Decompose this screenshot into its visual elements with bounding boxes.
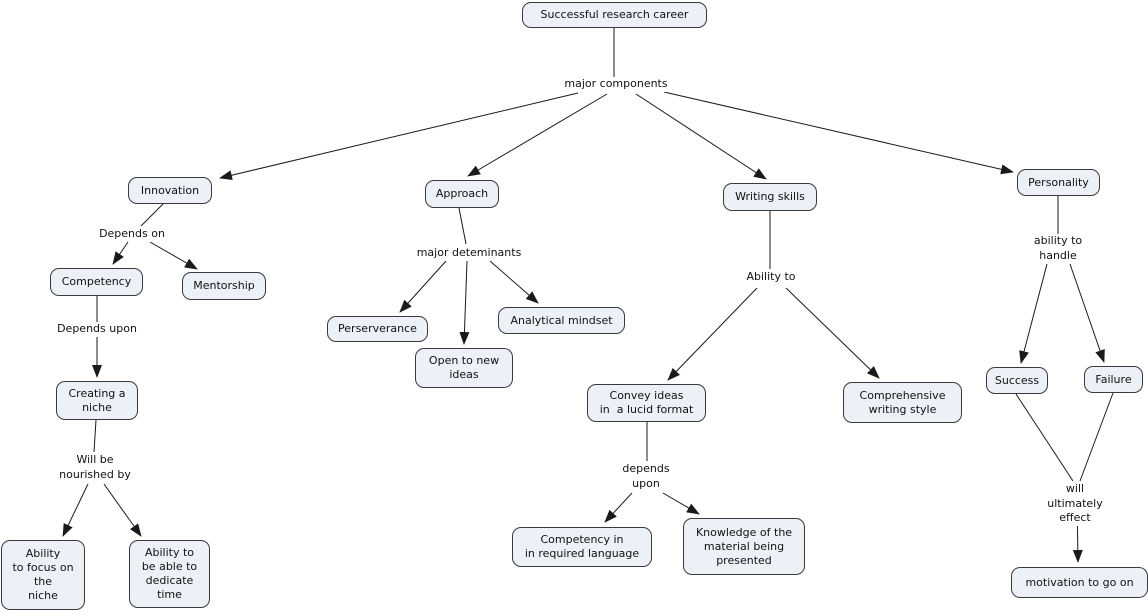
node-knowledge-of-material[interactable]: Knowledge of the material being presente… (683, 518, 805, 575)
node-personality[interactable]: Personality (1017, 169, 1100, 196)
node-analytical-mindset[interactable]: Analytical mindset (498, 307, 625, 334)
node-open-to-new-ideas[interactable]: Open to new ideas (415, 348, 513, 388)
node-competency[interactable]: Competency (50, 268, 143, 296)
linking-phrase-ability-to-handle[interactable]: ability to handle (1031, 234, 1085, 263)
node-convey-ideas[interactable]: Convey ideas in a lucid format (587, 384, 706, 422)
node-mentorship[interactable]: Mentorship (182, 272, 266, 300)
linking-phrase-ability-to[interactable]: Ability to (744, 270, 798, 285)
linking-phrase-depends-on[interactable]: Depends on (97, 227, 167, 242)
node-motivation-to-go-on[interactable]: motivation to go on (1011, 567, 1148, 598)
linking-phrase-depends-upon-2[interactable]: depends upon (620, 462, 672, 491)
linking-phrase-depends-upon[interactable]: Depends upon (55, 322, 139, 337)
linking-phrase-major-deteminants[interactable]: major deteminants (414, 246, 524, 261)
node-comprehensive-writing-style[interactable]: Comprehensive writing style (843, 382, 962, 423)
node-competency-in-language[interactable]: Competency in in required language (512, 527, 652, 567)
node-perserverance[interactable]: Perserverance (327, 316, 428, 342)
node-approach[interactable]: Approach (425, 180, 499, 208)
node-writing-skills[interactable]: Writing skills (723, 183, 817, 211)
linking-phrase-major-components[interactable]: major components (562, 77, 670, 92)
node-ability-to-focus[interactable]: Ability to focus on the niche (1, 540, 85, 610)
node-innovation[interactable]: Innovation (128, 177, 212, 204)
node-creating-a-niche[interactable]: Creating a niche (56, 381, 138, 420)
node-ability-to-dedicate[interactable]: Ability to be able to dedicate time (129, 540, 210, 608)
linking-phrase-will-be-nourished-by[interactable]: Will be nourished by (57, 453, 133, 482)
node-successful-research-career[interactable]: Successful research career (522, 2, 707, 28)
node-success[interactable]: Success (986, 367, 1048, 394)
linking-phrase-will-ultimately-effect[interactable]: will ultimately effect (1038, 482, 1112, 526)
connectors (62, 28, 1114, 563)
node-failure[interactable]: Failure (1084, 366, 1143, 393)
